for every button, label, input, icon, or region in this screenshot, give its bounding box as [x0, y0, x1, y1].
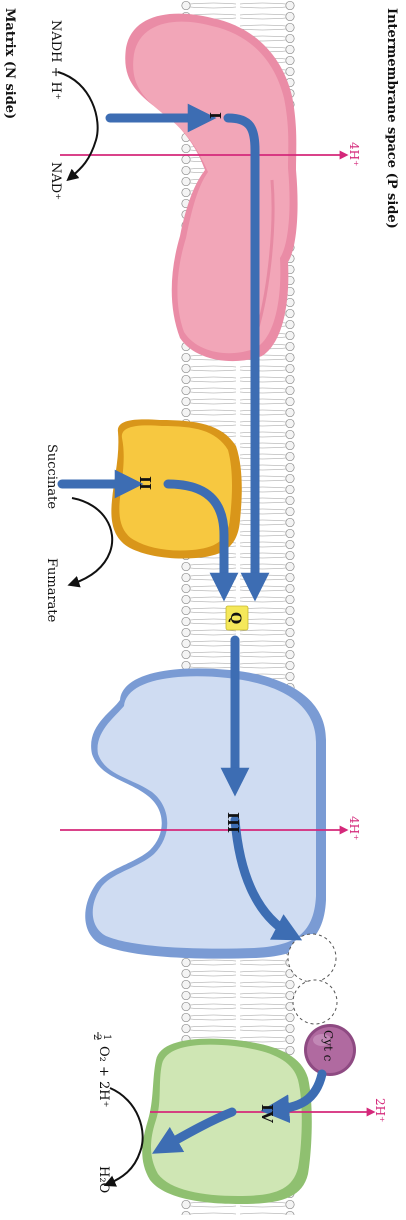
complex-i	[125, 14, 297, 361]
complex-i-protons: 4H⁺	[347, 142, 361, 166]
cyt-c-placeholder-2	[293, 980, 337, 1024]
complex-i-label: I	[206, 112, 224, 119]
complex-iv-label: IV	[258, 1104, 276, 1123]
complex-ii-label: II	[136, 476, 154, 490]
complex-iii-protons: 4H⁺	[347, 816, 361, 840]
intermembrane-label: Intermembrane space (P side)	[384, 8, 399, 229]
water-label: H₂O	[96, 1166, 111, 1193]
complex-iv-protons: 2H⁺	[373, 1098, 387, 1122]
nadh-label: NADH + H⁺	[48, 20, 63, 100]
complex-iii-label: III	[224, 812, 242, 833]
matrix-label: Matrix (N side)	[2, 8, 17, 119]
succinate-label: Succinate	[44, 444, 59, 509]
succinate-reaction-arrow	[72, 498, 112, 584]
oxygen-reaction-arrow	[108, 1088, 143, 1184]
cytochrome-c-label: Cyt c	[321, 1030, 335, 1062]
complex-iv	[142, 1039, 312, 1204]
half-fraction-denominator: 2	[91, 1034, 102, 1040]
ubiquinone-label: Q	[227, 612, 243, 624]
complex-iii	[85, 668, 326, 958]
cyt-c-placeholder-1	[288, 934, 336, 982]
nad-label: NAD⁺	[48, 162, 63, 200]
fumarate-label: Fumarate	[44, 558, 59, 623]
oxygen-label: O₂ + 2H⁺	[96, 1046, 111, 1108]
